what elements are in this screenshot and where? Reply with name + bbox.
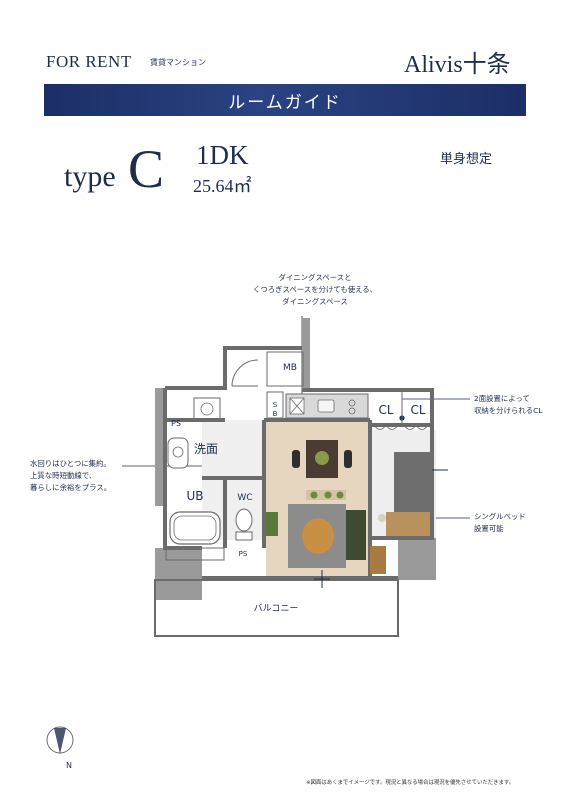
note-closet-line: 2面設置によって bbox=[474, 394, 530, 403]
note-bed-line: 設置可能 bbox=[474, 524, 504, 533]
note-closet-line: 収納を分けられるCL bbox=[474, 406, 543, 415]
brand-name: Alivis十条 bbox=[404, 52, 511, 78]
dining-chair bbox=[344, 450, 352, 468]
mb-label: MB bbox=[283, 363, 297, 373]
note-closet: 2面設置によって 収納を分けられるCL bbox=[474, 393, 542, 417]
room-guide-banner: ルームガイド bbox=[44, 84, 526, 116]
bathtub bbox=[169, 511, 221, 545]
type-letter: C bbox=[128, 139, 165, 199]
side-shelf bbox=[370, 546, 386, 574]
bath-label: UB bbox=[186, 489, 203, 503]
closet-label-2: CL bbox=[410, 403, 425, 417]
ps-label-top: PS bbox=[171, 419, 181, 428]
target-resident: 単身想定 bbox=[440, 152, 493, 167]
compass: N bbox=[46, 726, 74, 770]
ventilation-marks bbox=[314, 469, 448, 588]
for-rent-label: FOR RENT bbox=[46, 52, 132, 71]
note-dining-line: くつろぎスペースを分けても使える、 bbox=[252, 285, 378, 294]
compass-north-label: N bbox=[66, 761, 72, 770]
note-water: 水回りはひとつに集約。 上質な時短動線で、 暮らしに余裕をプラス。 bbox=[30, 458, 111, 494]
kitchen-sink bbox=[317, 399, 335, 413]
coffee-table bbox=[302, 518, 334, 554]
note-water-line: 上質な時短動線で、 bbox=[30, 471, 97, 480]
area-label: 25.64㎡ bbox=[193, 176, 252, 196]
banner-title: ルームガイド bbox=[228, 92, 342, 113]
note-water-line: 水回りはひとつに集約。 bbox=[30, 459, 111, 468]
note-water-line: 暮らしに余裕をプラス。 bbox=[30, 483, 112, 492]
lamp bbox=[378, 514, 386, 522]
closet-label-1: CL bbox=[378, 403, 393, 417]
layout-label: 1DK bbox=[196, 140, 249, 170]
stove-burner bbox=[348, 399, 356, 407]
shafts bbox=[155, 318, 436, 600]
sb-label-b: B bbox=[273, 410, 278, 418]
wash-basin bbox=[167, 437, 189, 469]
bed-frame bbox=[386, 512, 430, 536]
note-bed: シングルベッド 設置可能 bbox=[474, 511, 526, 535]
washroom-label: 洗面 bbox=[194, 442, 218, 456]
footnote: ※図面はあくまでイメージです。現況と異なる場合は現況を優先させていただきます。 bbox=[306, 780, 515, 786]
dining-chair bbox=[292, 450, 300, 468]
closet-doors bbox=[373, 424, 429, 430]
note-dining-line: ダイニングスペース bbox=[282, 297, 348, 306]
interior-lines bbox=[165, 351, 403, 561]
entrance-plant bbox=[266, 512, 278, 536]
note-dining-line: ダイニングスペースと bbox=[278, 273, 352, 282]
table-plant bbox=[315, 451, 329, 465]
sofa bbox=[346, 510, 366, 560]
stove-burner bbox=[348, 407, 356, 415]
washing-machine bbox=[193, 397, 221, 421]
toilet-label: WC bbox=[237, 493, 252, 503]
sb-label-s: S bbox=[273, 401, 278, 409]
single-bed bbox=[394, 452, 434, 516]
for-rent-sublabel: 賃貸マンション bbox=[150, 58, 206, 67]
note-bed-line: シングルベッド bbox=[474, 512, 526, 521]
type-word: type bbox=[64, 160, 116, 193]
toilet bbox=[235, 508, 253, 532]
balcony-label: バルコニー bbox=[254, 603, 299, 614]
ps-label-bottom: PS bbox=[239, 550, 248, 558]
note-dining: ダイニングスペースと くつろぎスペースを分けても使える、 ダイニングスペース bbox=[225, 272, 405, 308]
